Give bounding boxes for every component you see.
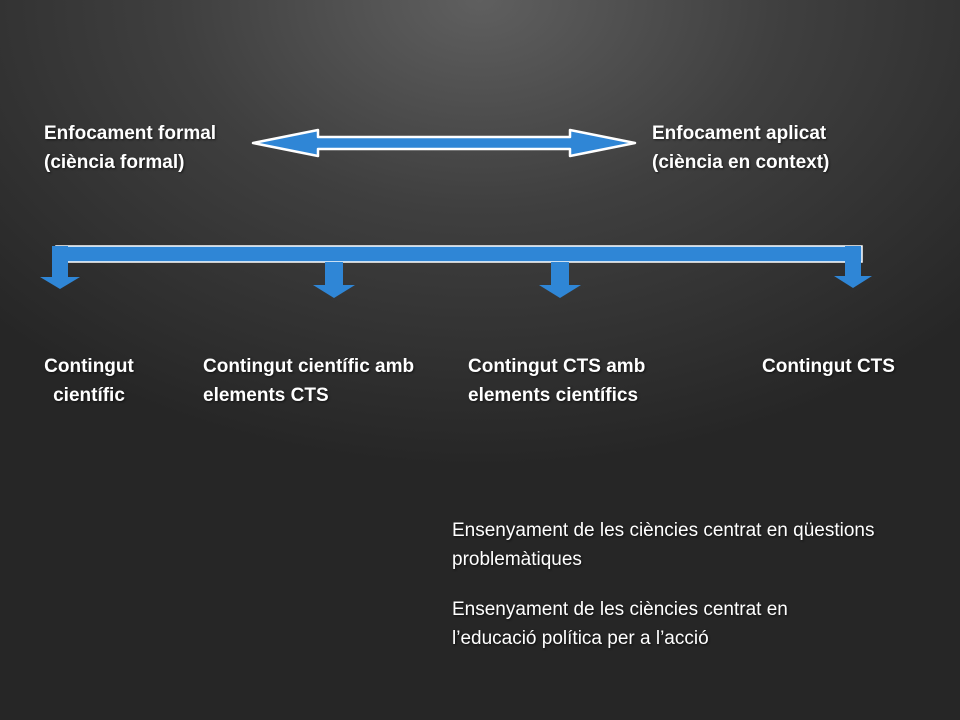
down-arrow-2 xyxy=(313,262,355,298)
note-problematic-issues: Ensenyament de les ciències centrat en q… xyxy=(452,520,875,570)
content-label-scientific-cts: Contingut científic amb elements CTS xyxy=(203,356,415,406)
down-arrow-4 xyxy=(834,246,872,288)
down-arrow-1 xyxy=(40,246,80,289)
content-label-cts: Contingut CTS xyxy=(762,356,895,377)
content-label-scientific: Contingut científic xyxy=(44,356,134,406)
content-label-cts-scientific: Contingut CTS amb elements científics xyxy=(468,356,646,406)
down-arrow-3 xyxy=(539,262,581,298)
note-political-education: Ensenyament de les ciències centrat en l… xyxy=(452,599,788,649)
double-arrow xyxy=(251,128,637,158)
formal-approach-label: Enfocament formal (ciència formal) xyxy=(44,123,217,173)
applied-approach-label: Enfocament aplicat (ciència en context) xyxy=(652,123,830,173)
continuum-bar xyxy=(55,245,863,263)
